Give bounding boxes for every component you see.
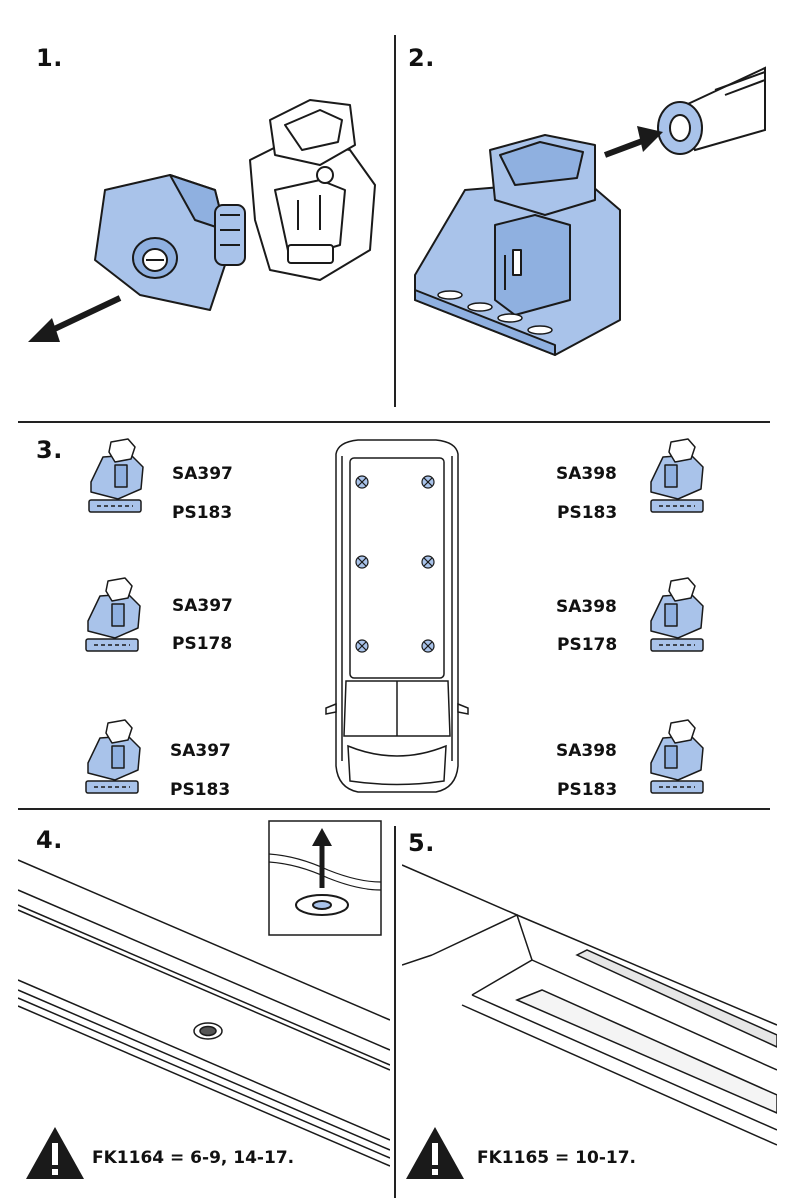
- foot-icon-right-1: [650, 438, 704, 513]
- rail-hole: [193, 1022, 223, 1040]
- step-number-4: 4.: [36, 826, 63, 854]
- step5-rail-illustration: [402, 864, 777, 1146]
- step4-rail-illustration: [18, 859, 390, 1167]
- divider-vertical-bottom: [394, 826, 396, 1198]
- direction-arrow-icon: [28, 295, 122, 342]
- blue-foot: [414, 134, 621, 356]
- step2-illustration: [414, 66, 766, 356]
- foot-icon-left-2: [85, 577, 141, 652]
- foot-assembly: [249, 99, 376, 281]
- direction-arrow-icon: [603, 126, 663, 158]
- foot-icon-right-3: [650, 719, 704, 794]
- right-foot-code-3: SA398: [556, 741, 617, 761]
- left-pad-code-1: PS183: [172, 503, 233, 523]
- right-foot-code-2: SA398: [556, 597, 617, 617]
- foot-slots: [437, 290, 553, 335]
- right-foot-code-1: SA398: [556, 464, 617, 484]
- rotate-circle-icon: [295, 894, 349, 916]
- van-top-view: [325, 439, 469, 793]
- foot-icon-left-3: [85, 719, 141, 794]
- rail-channel: [515, 989, 777, 1114]
- blue-cover: [94, 174, 246, 311]
- warning-triangle-icon: [406, 1127, 464, 1179]
- right-pad-code-1: PS183: [557, 503, 618, 523]
- direction-arrow-icon: [312, 828, 332, 888]
- right-pad-code-3: PS183: [557, 780, 618, 800]
- warning-text-step5: FK1165 = 10-17.: [477, 1148, 637, 1168]
- foot-icon-left-1: [88, 438, 144, 513]
- foot-icon-right-2: [650, 577, 704, 652]
- left-foot-code-2: SA397: [172, 596, 233, 616]
- divider-vertical-top: [394, 35, 396, 407]
- step-number-2: 2.: [408, 44, 435, 72]
- step-number-5: 5.: [408, 829, 435, 857]
- left-foot-code-1: SA397: [172, 464, 233, 484]
- warning-triangle-icon: [26, 1127, 84, 1179]
- left-foot-code-3: SA397: [170, 741, 231, 761]
- warning-text-step4: FK1164 = 6-9, 14-17.: [92, 1148, 295, 1168]
- divider-horizontal-2: [18, 808, 770, 810]
- left-pad-code-3: PS183: [170, 780, 231, 800]
- cylinder-insert: [657, 66, 766, 155]
- step-number-3: 3.: [36, 436, 63, 464]
- step-number-1: 1.: [36, 44, 63, 72]
- divider-horizontal-1: [18, 421, 770, 423]
- step1-illustration: [28, 99, 376, 342]
- right-pad-code-2: PS178: [557, 635, 618, 655]
- step4-inset-detail: [268, 820, 382, 936]
- rail-insert-strip: [575, 949, 777, 1048]
- left-pad-code-2: PS178: [172, 634, 233, 654]
